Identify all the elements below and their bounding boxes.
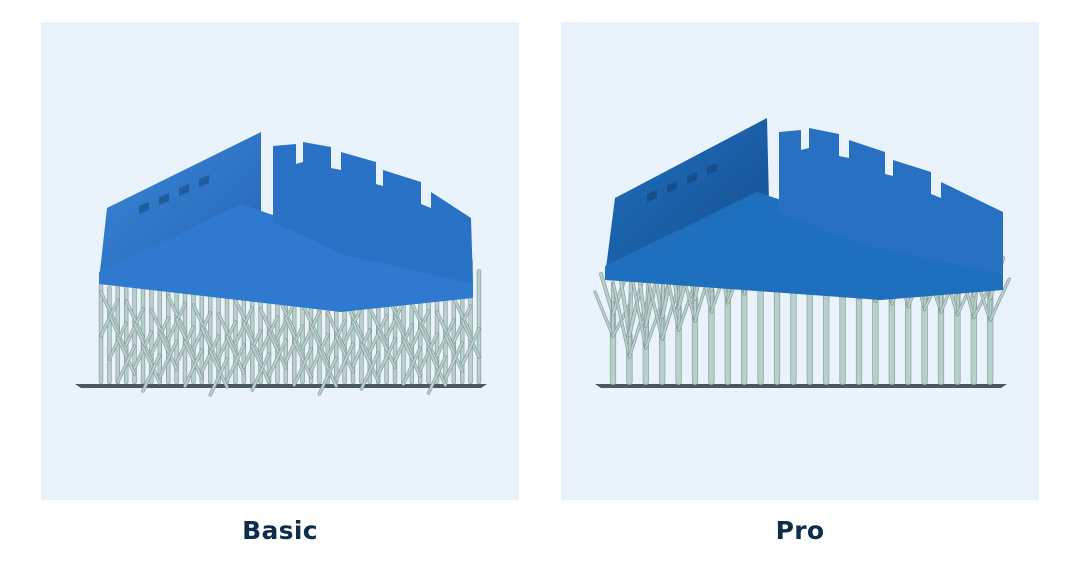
support-strut [150,308,170,348]
support-strut [612,283,631,359]
support-strut [335,342,355,382]
model-holes [647,163,717,202]
support-strut [293,339,313,379]
support-strut [225,343,245,383]
support-strut [141,345,161,385]
support-strut [309,325,329,365]
support-strut [360,351,380,391]
support-strut [125,299,145,339]
support-strut [989,278,1011,322]
pro-supports-render [593,118,1011,388]
model-front-wall [605,118,769,276]
model-holes [139,175,209,214]
model-base-slab [605,192,1003,300]
support-strut [267,330,287,370]
support-strut [402,338,422,378]
model-back-wall [273,142,473,284]
support-strut [594,291,614,338]
support-strut [444,341,464,381]
support-strut [318,356,338,396]
support-strut [377,337,397,377]
support-strut [225,335,245,375]
support-strut [419,324,439,364]
support-strut [234,298,254,338]
support-strut [427,347,447,387]
support-strut [183,348,203,388]
support-strut [200,326,220,366]
support-strut [158,339,178,379]
support-strut [410,301,430,341]
support-strut [217,312,237,352]
support-strut [99,290,119,330]
support-strut [167,294,187,334]
support-strut [192,303,212,343]
support-strut [259,307,279,347]
support-strut [377,329,397,369]
basic-label: Basic [242,516,318,545]
support-strut [444,333,464,373]
model-back-wall [779,128,1003,274]
support-strut [183,340,203,380]
support-strut [326,311,346,351]
support-strut [267,338,287,378]
support-strut [301,302,321,342]
support-strut [599,272,615,316]
support-strut [427,355,447,395]
support-strut [318,348,338,388]
support-strut [461,319,481,359]
support-strut [251,352,271,392]
support-strut [158,331,178,371]
support-strut [368,306,388,346]
support-strut [209,357,229,397]
support-strut [452,296,472,336]
pro-label: Pro [775,516,825,545]
support-strut [402,346,422,386]
support-strut [209,349,229,389]
support-strut [360,343,380,383]
support-strut [293,347,313,387]
build-plate [595,384,1007,388]
support-strut [108,313,128,353]
pro-render-panel [561,22,1039,500]
support-strut [393,315,413,355]
support-strut [461,327,481,367]
support-strut [435,310,455,350]
support-strut [284,316,304,356]
support-strut [141,353,161,393]
support-strut [116,336,136,376]
basic-supports-render [75,132,487,397]
support-strut [335,334,355,374]
support-strut [351,320,371,360]
support-strut [251,344,271,384]
support-strut [116,344,136,384]
model-front-wall [99,132,261,280]
support-strut [133,322,153,362]
support-strut [630,275,647,350]
support-strut [618,269,631,337]
support-strut [242,321,262,361]
build-plate [75,384,487,388]
support-strut [175,317,195,357]
basic-render-panel [41,22,519,500]
model-base-slab [99,204,473,312]
